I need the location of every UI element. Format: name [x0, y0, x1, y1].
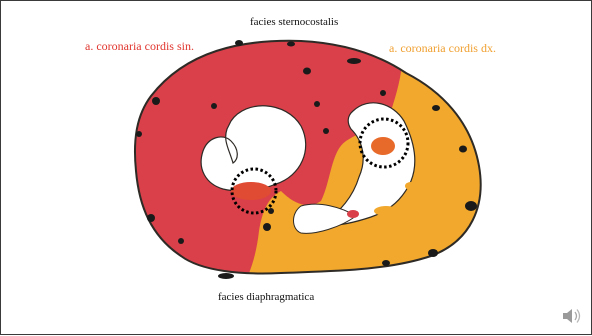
vessel-dot: [218, 273, 234, 279]
vessel-dot: [303, 68, 311, 75]
label-left-coronary-artery: a. coronaria cordis sin.: [85, 39, 194, 54]
vessel-dot: [211, 103, 217, 109]
vessel-dot: [459, 146, 467, 153]
papillary-muscle: [347, 210, 359, 218]
vessel-dot: [323, 128, 329, 134]
speaker-icon[interactable]: [561, 306, 583, 326]
vessel-dot: [147, 214, 155, 222]
vessel-dot: [178, 238, 184, 244]
vessel-dot: [268, 208, 274, 214]
label-facies-diaphragmatica: facies diaphragmatica: [218, 291, 314, 303]
vessel-dot: [432, 105, 440, 111]
vessel-dot: [382, 260, 390, 266]
vessel-dot: [428, 249, 438, 257]
label-right-coronary-artery: a. coronaria cordis dx.: [389, 41, 496, 56]
vessel-dot: [152, 97, 160, 105]
vessel-dot: [263, 223, 271, 231]
papillary-muscle: [374, 206, 398, 216]
vessel-dot: [314, 101, 320, 107]
label-facies-sternocostalis: facies sternocostalis: [250, 16, 338, 28]
vessel-dot: [235, 40, 243, 46]
papillary-muscle: [231, 182, 271, 200]
vessel-dot: [136, 131, 142, 137]
papillary-muscle: [405, 182, 417, 190]
vessel-dot: [380, 90, 386, 96]
vessel-dot: [347, 58, 361, 64]
papillary-muscle: [371, 137, 395, 155]
vessel-dot: [287, 42, 295, 47]
vessel-dot: [465, 201, 477, 211]
